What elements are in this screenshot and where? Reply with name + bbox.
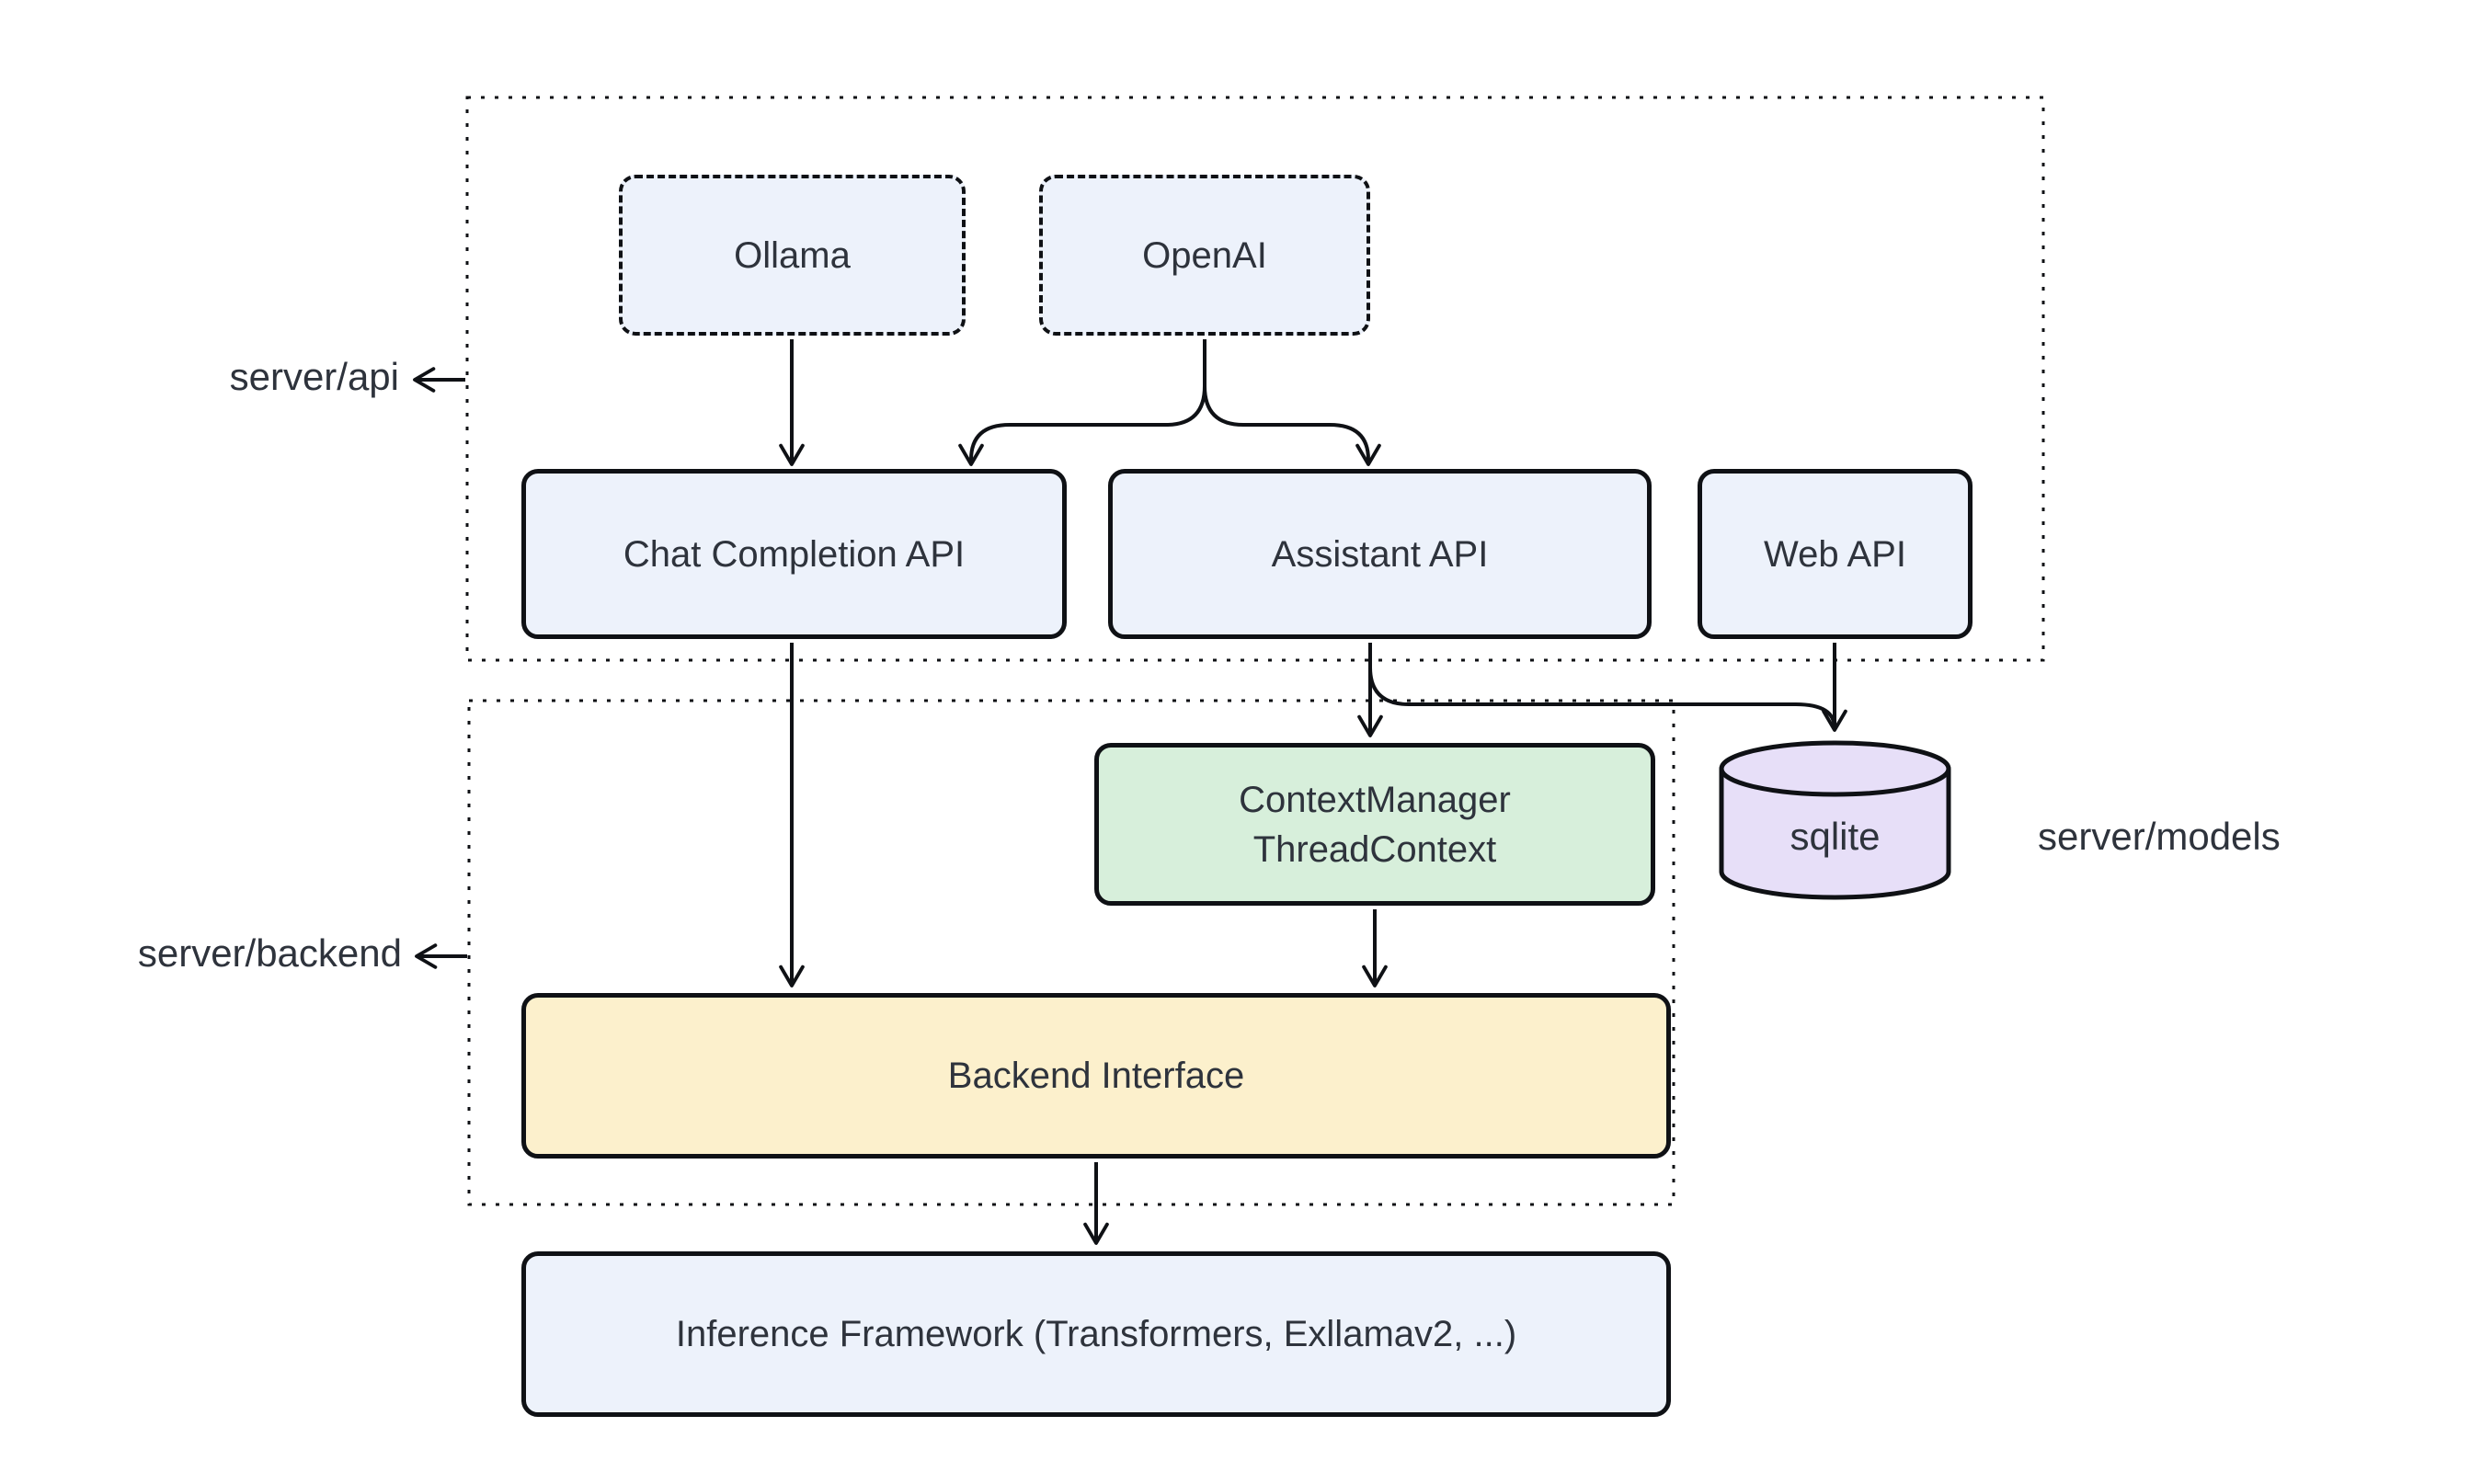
node-chat-completion-api-label: Chat Completion API bbox=[623, 533, 966, 575]
edge-openai-to-chat-completion bbox=[958, 339, 1206, 466]
context-manager-line2: ThreadContext bbox=[1252, 828, 1497, 870]
node-openai-label: OpenAI bbox=[1142, 234, 1267, 276]
node-chat-completion-api: Chat Completion API bbox=[521, 469, 1067, 639]
context-manager-line1: ContextManager bbox=[1239, 779, 1511, 820]
node-ollama-label: Ollama bbox=[734, 234, 851, 276]
node-web-api: Web API bbox=[1698, 469, 1973, 639]
edge-openai-to-assistant bbox=[1203, 339, 1381, 466]
server-models-label: server/models bbox=[2038, 815, 2281, 858]
node-inference-framework: Inference Framework (Transformers, Exlla… bbox=[521, 1251, 1671, 1417]
node-openai: OpenAI bbox=[1039, 175, 1370, 336]
node-sqlite-cylinder: sqlite bbox=[1718, 737, 1952, 903]
node-web-api-label: Web API bbox=[1764, 533, 1906, 575]
node-assistant-api: Assistant API bbox=[1108, 469, 1652, 639]
node-backend-interface: Backend Interface bbox=[521, 993, 1671, 1159]
node-backend-interface-label: Backend Interface bbox=[947, 1056, 1245, 1096]
server-api-label: server/api bbox=[229, 355, 399, 398]
edge-assistant-to-sqlite bbox=[1368, 643, 1836, 729]
node-assistant-api-label: Assistant API bbox=[1271, 533, 1489, 575]
server-backend-label: server/backend bbox=[137, 931, 402, 975]
node-context-manager-label: ContextManager ThreadContext bbox=[1239, 775, 1511, 874]
database-cylinder-icon bbox=[1719, 740, 1951, 900]
node-inference-framework-label: Inference Framework (Transformers, Exlla… bbox=[675, 1314, 1517, 1354]
node-ollama: Ollama bbox=[619, 175, 966, 336]
node-sqlite-label: sqlite bbox=[1790, 815, 1881, 858]
node-context-manager: ContextManager ThreadContext bbox=[1094, 743, 1655, 906]
